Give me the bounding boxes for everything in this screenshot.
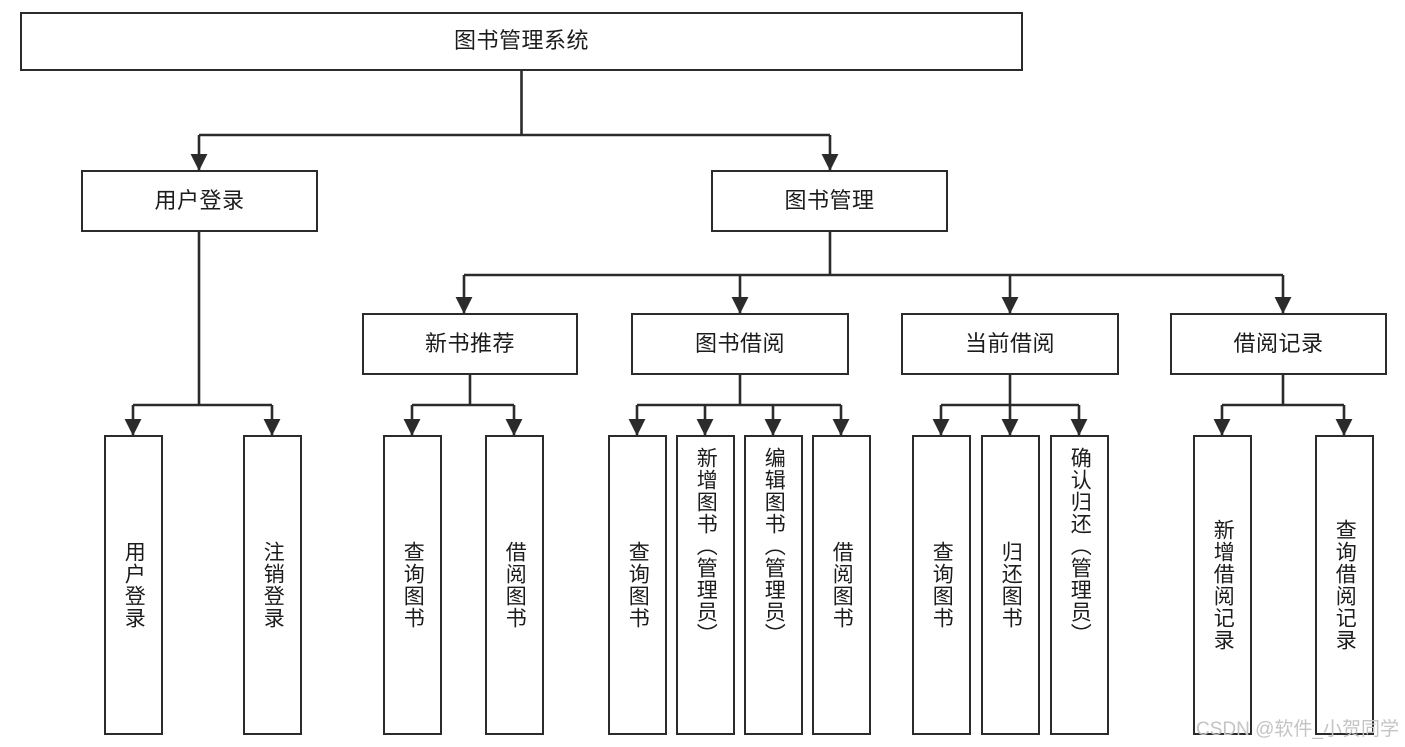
- leaf-user-login[interactable]: 用户登录: [104, 435, 163, 735]
- node-label: 确认归还（管理员）: [1068, 447, 1092, 645]
- leaf-borrow-add-book-admin[interactable]: 新增图书（管理员）: [676, 435, 735, 735]
- node-label: 编辑图书（管理员）: [762, 447, 786, 645]
- node-label: 借阅图书: [503, 541, 527, 629]
- node-label: 图书借阅: [694, 330, 785, 356]
- node-label: 图书管理: [784, 187, 875, 213]
- leaf-record-query-borrow-record[interactable]: 查询借阅记录: [1315, 435, 1374, 735]
- leaf-current-return-book[interactable]: 归还图书: [981, 435, 1040, 735]
- node-book-management[interactable]: 图书管理: [711, 170, 948, 232]
- node-label: 新增图书（管理员）: [694, 447, 718, 645]
- node-book-management-system[interactable]: 图书管理系统: [20, 12, 1023, 71]
- node-label: 查询借阅记录: [1333, 519, 1357, 651]
- leaf-borrow-query-book[interactable]: 查询图书: [608, 435, 667, 735]
- node-label: 注销登录: [261, 541, 285, 629]
- node-current-borrow[interactable]: 当前借阅: [901, 313, 1119, 375]
- node-book-borrow[interactable]: 图书借阅: [631, 313, 849, 375]
- node-label: 新增借阅记录: [1211, 519, 1235, 651]
- leaf-current-confirm-return-admin[interactable]: 确认归还（管理员）: [1050, 435, 1109, 735]
- node-label: 查询图书: [930, 541, 954, 629]
- node-label: 用户登录: [154, 187, 245, 213]
- node-user-login[interactable]: 用户登录: [81, 170, 318, 232]
- node-borrow-record[interactable]: 借阅记录: [1170, 313, 1387, 375]
- node-label: 当前借阅: [964, 330, 1055, 356]
- node-new-book-recommend[interactable]: 新书推荐: [362, 313, 578, 375]
- leaf-borrow-borrow-book[interactable]: 借阅图书: [812, 435, 871, 735]
- node-label: 新书推荐: [424, 330, 515, 356]
- leaf-current-query-book[interactable]: 查询图书: [912, 435, 971, 735]
- node-label: 借阅图书: [830, 541, 854, 629]
- csdn-watermark: CSDN @软件_小贺同学: [1196, 719, 1399, 740]
- leaf-borrow-edit-book-admin[interactable]: 编辑图书（管理员）: [744, 435, 803, 735]
- leaf-recommend-borrow-book[interactable]: 借阅图书: [485, 435, 544, 735]
- leaf-recommend-query-book[interactable]: 查询图书: [383, 435, 442, 735]
- node-label: 借阅记录: [1233, 330, 1324, 356]
- node-label: 查询图书: [401, 541, 425, 629]
- node-label: 查询图书: [626, 541, 650, 629]
- leaf-record-add-borrow-record[interactable]: 新增借阅记录: [1193, 435, 1252, 735]
- leaf-logout[interactable]: 注销登录: [243, 435, 302, 735]
- node-label: 归还图书: [999, 541, 1023, 629]
- node-label: 用户登录: [122, 541, 146, 629]
- node-label: 图书管理系统: [453, 28, 589, 54]
